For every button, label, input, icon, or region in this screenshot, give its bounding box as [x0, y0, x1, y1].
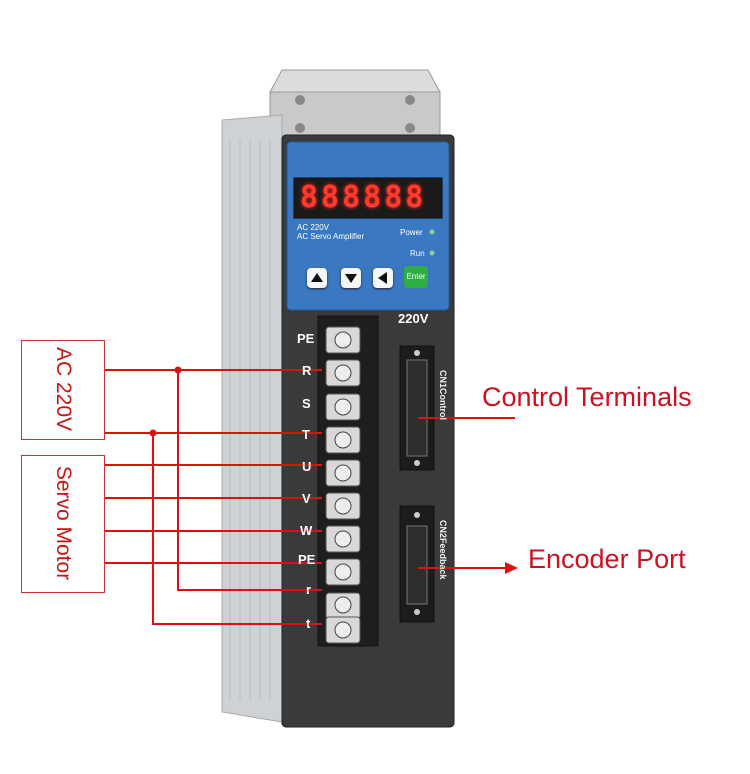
terminal-label-pe: PE [297, 331, 315, 346]
wiring [103, 369, 515, 625]
left-key[interactable] [373, 268, 393, 288]
run-led [429, 250, 435, 256]
up-key[interactable] [307, 268, 327, 288]
terminal-label-pe2: PE [298, 552, 316, 567]
terminal-label-r: R [302, 363, 312, 378]
enter-key[interactable]: Enter [404, 266, 428, 288]
wire-t-small [152, 433, 322, 625]
encoder-port-callout: Encoder Port [528, 544, 686, 574]
junction-r [174, 366, 182, 374]
terminal-label-s: S [302, 396, 311, 411]
terminal-label-u: U [302, 459, 312, 474]
down-key[interactable] [341, 268, 361, 288]
terminal-label-w: W [300, 523, 313, 538]
servo-motor-label: Servo Motor [52, 465, 75, 581]
control-terminals-callout: Control Terminals [482, 382, 692, 412]
led-readout: 888888 [300, 180, 427, 215]
encoder-arrow-head [505, 562, 518, 574]
cn2-label: CN2Feedback [438, 520, 448, 580]
junction-t [149, 429, 157, 437]
servo-motor-box: Servo Motor [21, 455, 105, 593]
ac-220v-label: AC 220V [52, 346, 75, 432]
panel-model-text: AC Servo Amplifier [297, 232, 365, 241]
power-label: Power [400, 228, 423, 237]
up-arrow-icon [311, 273, 323, 282]
terminal-label-r-small: r [306, 582, 312, 597]
heatsink [221, 114, 283, 723]
power-led [429, 229, 435, 235]
led-display [293, 177, 443, 219]
model-voltage-label: 220V [398, 311, 429, 326]
down-arrow-icon [345, 274, 357, 283]
ac-220v-box: AC 220V [21, 340, 105, 440]
terminal-label-t-small: t [306, 616, 311, 631]
terminal-screws [325, 326, 361, 644]
wire-r-small [177, 370, 322, 591]
run-label: Run [410, 249, 425, 258]
panel-voltage-text: AC 220V [297, 223, 330, 232]
cn1-label: CN1Control [438, 370, 448, 420]
terminal-label-v: V [302, 491, 311, 506]
terminal-label-t: T [302, 427, 310, 442]
left-arrow-icon [378, 272, 387, 284]
